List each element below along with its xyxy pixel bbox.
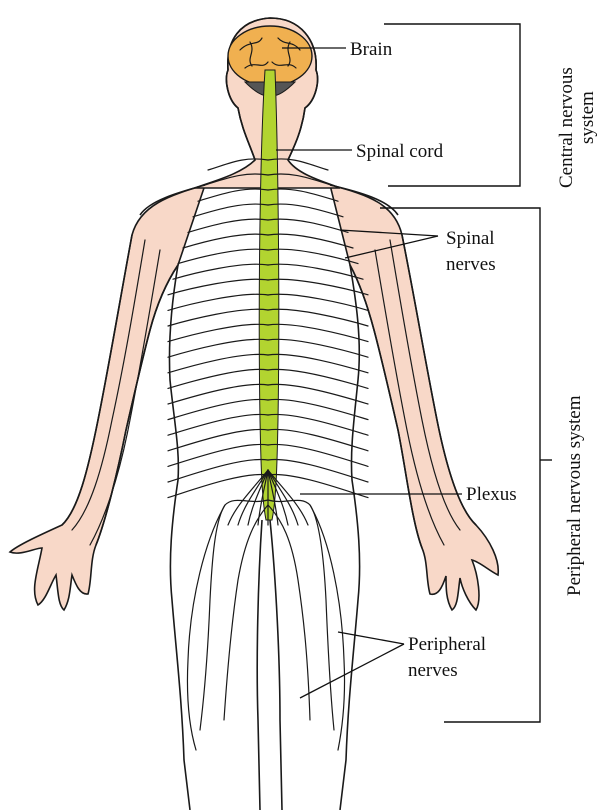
spinal-nerve	[168, 459, 268, 482]
spinal-nerve	[198, 189, 268, 201]
peripheral-nerves-label-line2: nerves	[408, 660, 458, 681]
spinal-nerve	[268, 444, 368, 466]
spinal-nerve	[268, 264, 363, 279]
spinal-nerve	[168, 444, 268, 466]
pns-label: Peripheral nervous system	[564, 395, 585, 596]
spinal-nerves-label-line2: nerves	[446, 254, 496, 275]
cns-bracket: Central nervous system	[384, 24, 598, 188]
spinal-nerve	[168, 309, 268, 326]
spinal-nerve	[168, 294, 268, 310]
spinal-nerve	[168, 429, 268, 450]
body-figure	[10, 18, 498, 810]
spinal-nerve	[183, 234, 268, 248]
spinal-nerve	[178, 249, 268, 263]
plexus-label: Plexus	[466, 484, 517, 505]
spinal-nerve	[173, 264, 268, 279]
spinal-nerve	[268, 399, 368, 419]
spinal-nerve	[168, 399, 268, 419]
spinal-cord-label: Spinal cord	[356, 141, 444, 162]
spinal-nerves-label-line1: Spinal	[446, 228, 495, 249]
spinal-nerve	[268, 204, 343, 217]
spinal-nerve	[268, 384, 368, 404]
spinal-nerve	[268, 249, 358, 263]
spinal-nerve	[168, 369, 268, 388]
left-arm	[10, 185, 205, 610]
spinal-nerve	[168, 384, 268, 404]
spinal-nerve	[168, 279, 268, 295]
spinal-nerve	[188, 219, 268, 232]
spinal-nerve	[168, 414, 268, 435]
spinal-nerve	[268, 459, 368, 482]
spinal-nerve	[268, 369, 368, 388]
spinal-nerve	[268, 234, 353, 248]
spinal-nerve	[193, 204, 268, 217]
cns-label-line1: Central nervous	[556, 67, 577, 188]
brain-label: Brain	[350, 39, 393, 60]
spinal-nerve	[268, 294, 368, 310]
spinal-nerve	[268, 219, 348, 232]
spinal-nerve	[268, 309, 368, 326]
cns-label-line2: system	[577, 91, 598, 144]
peripheral-nerves-label-line1: Peripheral	[408, 634, 486, 655]
